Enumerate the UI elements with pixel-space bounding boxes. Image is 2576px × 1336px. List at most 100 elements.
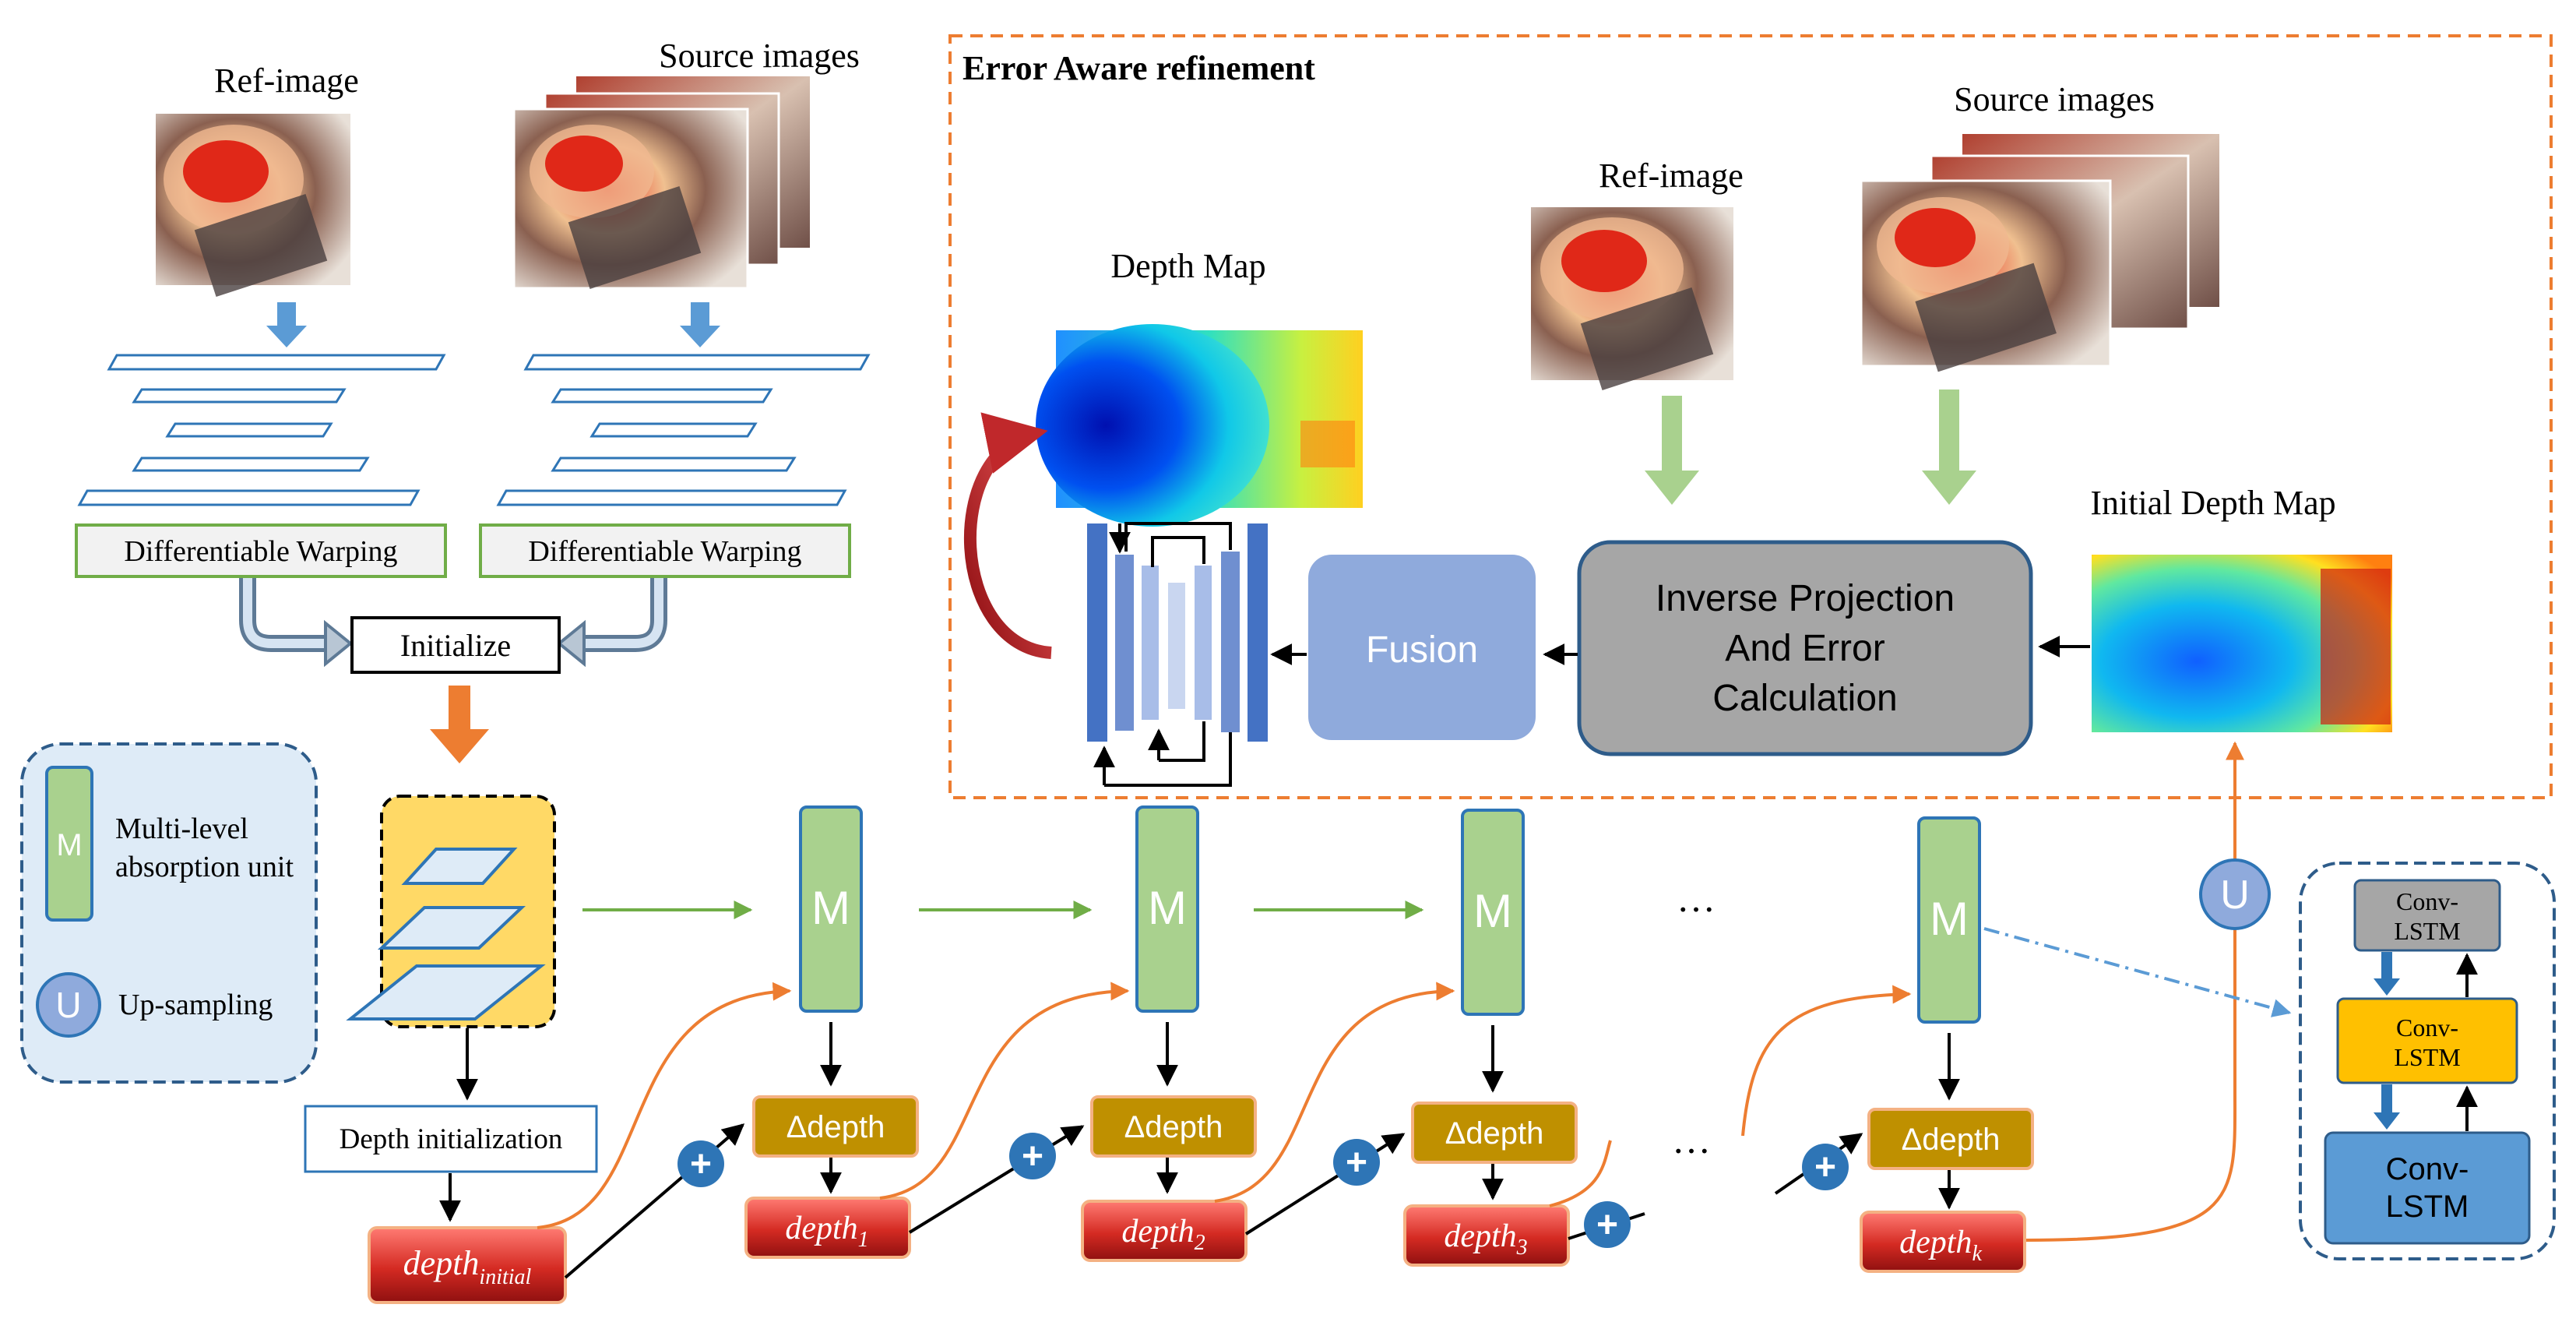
plus-circle-2: + bbox=[1009, 1133, 1056, 1179]
legend-m-label-2: absorption unit bbox=[115, 851, 294, 883]
svg-text:+: + bbox=[1596, 1204, 1618, 1246]
delta-box-k: Δdepth bbox=[1867, 1108, 2034, 1170]
legend-u-label: Up-sampling bbox=[118, 989, 273, 1021]
depth-box-k: depthk bbox=[1860, 1211, 2026, 1273]
svg-text:depthinitial: depthinitial bbox=[403, 1244, 532, 1289]
plus-circle-3: + bbox=[1333, 1139, 1380, 1186]
refine-box bbox=[948, 34, 2553, 799]
legend-m-block bbox=[45, 766, 93, 922]
lstm-top: Conv- LSTM bbox=[2353, 879, 2501, 952]
warp-box-right bbox=[479, 523, 851, 578]
svg-text:Conv-: Conv- bbox=[2396, 887, 2458, 915]
svg-text:depth3: depth3 bbox=[1444, 1218, 1527, 1260]
svg-text:Δdepth: Δdepth bbox=[1902, 1123, 2001, 1157]
depth-map-image bbox=[1036, 324, 1363, 527]
warp-label-left: Differentiable Warping bbox=[124, 535, 397, 568]
legend-u-letter: U bbox=[55, 985, 81, 1025]
diag-arrow-2 bbox=[1244, 1133, 1406, 1236]
unet-to-depthmap-arrow bbox=[963, 412, 1052, 659]
lstm-down-arrow-2 bbox=[2374, 1084, 2400, 1130]
svg-text:+: + bbox=[1814, 1147, 1836, 1188]
legend-u-circle bbox=[36, 972, 101, 1038]
svg-text:M: M bbox=[1148, 882, 1187, 934]
delta-box-3: Δdepth bbox=[1411, 1102, 1578, 1164]
svg-text:LSTM: LSTM bbox=[2386, 1190, 2469, 1224]
depth-box-initial: depthinitial bbox=[368, 1226, 567, 1304]
depth-map-title: Depth Map bbox=[1110, 247, 1265, 285]
down-arrow-right bbox=[680, 302, 720, 347]
diag-arrow-1 bbox=[908, 1125, 1085, 1234]
depth-init-label: Depth initialization bbox=[340, 1123, 563, 1155]
green-arrow-ref bbox=[1645, 396, 1699, 505]
left-src-images bbox=[512, 76, 810, 290]
upsample-circle bbox=[2199, 858, 2271, 930]
feature-stack-right bbox=[496, 354, 871, 506]
hollow-arrow-right bbox=[556, 578, 667, 668]
depth-box-2: depth2 bbox=[1081, 1200, 1248, 1262]
m-block-3: M bbox=[1461, 809, 1525, 1016]
m-block-2: M bbox=[1135, 805, 1199, 1013]
inverse-label-2: And Error bbox=[1725, 628, 1884, 669]
fusion-label: Fusion bbox=[1366, 629, 1478, 671]
init-orange-arrow bbox=[430, 686, 489, 763]
initial-depth-image bbox=[2092, 555, 2392, 732]
initialize-label: Initialize bbox=[400, 628, 511, 663]
svg-text:Δdepth: Δdepth bbox=[787, 1110, 885, 1144]
plus-circle-4: + bbox=[1584, 1201, 1631, 1248]
svg-text:depth2: depth2 bbox=[1121, 1214, 1205, 1255]
inverse-box bbox=[1577, 540, 2033, 756]
svg-text:M: M bbox=[1473, 885, 1512, 937]
lstm-down-arrow-1 bbox=[2374, 952, 2400, 996]
m-block-k: M bbox=[1917, 816, 1981, 1024]
svg-text:+: + bbox=[1346, 1142, 1367, 1183]
refine-title: Error Aware refinement bbox=[962, 49, 1315, 87]
svg-text:M: M bbox=[811, 882, 850, 934]
depth-init-box bbox=[304, 1105, 598, 1173]
orange-curve-2 bbox=[1214, 982, 1455, 1203]
initial-depth-title: Initial Depth Map bbox=[2090, 484, 2335, 522]
orange-curve-k bbox=[1741, 985, 1912, 1137]
svg-text:+: + bbox=[1022, 1136, 1043, 1177]
chain-ellipsis-top: … bbox=[1677, 876, 1716, 920]
refine-src-images bbox=[1860, 134, 2219, 372]
svg-text:+: + bbox=[690, 1144, 712, 1185]
svg-text:depth1: depth1 bbox=[785, 1211, 868, 1252]
initialize-box bbox=[350, 616, 561, 674]
volume-planes bbox=[346, 848, 546, 1021]
svg-text:Δdepth: Δdepth bbox=[1445, 1116, 1544, 1151]
upsample-letter: U bbox=[2220, 872, 2250, 918]
legend-m-letter: M bbox=[56, 828, 82, 862]
left-src-title: Source images bbox=[659, 37, 860, 75]
depth-box-3: depth3 bbox=[1403, 1204, 1570, 1267]
lstm-mid: Conv- LSTM bbox=[2336, 997, 2518, 1084]
m-to-lstm-link bbox=[1983, 927, 2292, 1017]
inverse-label-3: Calculation bbox=[1712, 678, 1897, 719]
depth-box-1: depth1 bbox=[744, 1197, 911, 1259]
down-arrow-left bbox=[266, 302, 307, 347]
svg-text:M: M bbox=[1930, 893, 1969, 945]
left-ref-image bbox=[156, 114, 350, 297]
fusion-box bbox=[1308, 555, 1536, 740]
svg-text:Conv-: Conv- bbox=[2386, 1152, 2469, 1186]
warp-box-left bbox=[75, 523, 447, 578]
warp-label-right: Differentiable Warping bbox=[528, 535, 801, 568]
svg-text:LSTM: LSTM bbox=[2394, 1043, 2460, 1071]
plus-circle-1: + bbox=[677, 1140, 724, 1187]
delta-box-2: Δdepth bbox=[1090, 1095, 1257, 1158]
inverse-label-1: Inverse Projection bbox=[1656, 578, 1955, 619]
delta-box-1: Δdepth bbox=[752, 1095, 919, 1158]
left-ref-title: Ref-image bbox=[214, 62, 359, 100]
hollow-arrow-left bbox=[239, 578, 354, 668]
orange-curve-0 bbox=[537, 982, 792, 1229]
svg-text:depthk: depthk bbox=[1899, 1225, 1982, 1266]
plus-circle-k: + bbox=[1802, 1144, 1849, 1190]
orange-curve-3 bbox=[1549, 1140, 1612, 1207]
green-arrow-src bbox=[1922, 390, 1976, 505]
lstm-bottom: Conv- LSTM bbox=[2324, 1131, 2531, 1245]
m-block-1: M bbox=[799, 805, 863, 1013]
svg-text:Δdepth: Δdepth bbox=[1124, 1110, 1223, 1144]
feature-stack-left bbox=[77, 354, 446, 506]
refine-ref-image bbox=[1531, 207, 1733, 390]
legend-m-label-1: Multi-level bbox=[115, 813, 248, 845]
